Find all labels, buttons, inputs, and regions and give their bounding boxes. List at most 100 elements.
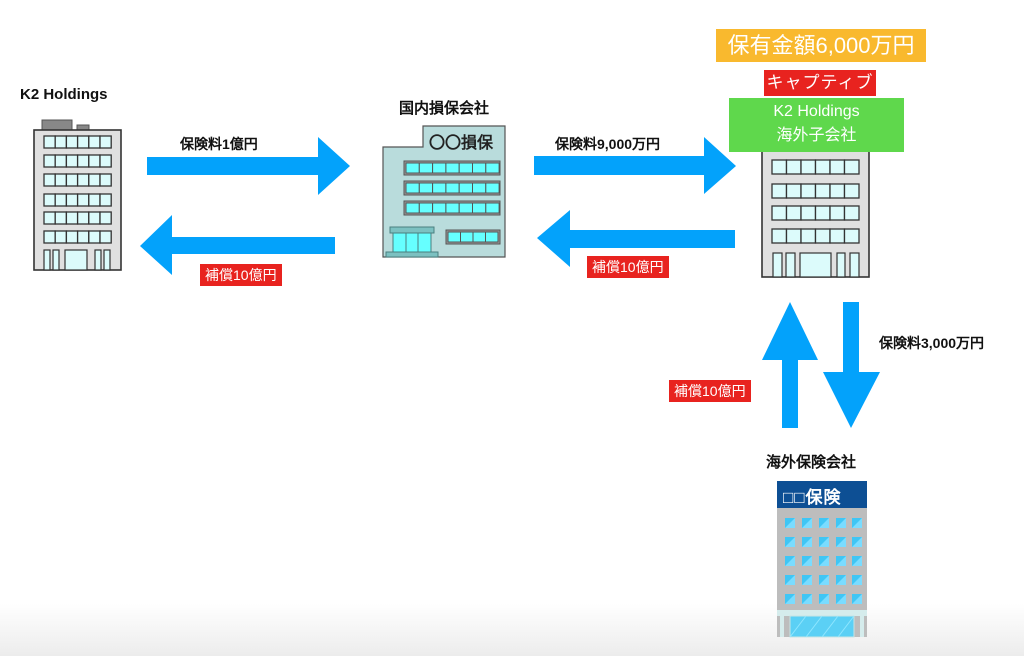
flow-label-k2-premium: 保険料1億円	[180, 136, 258, 152]
flow-label-captive-compensation: 補償10億円	[587, 256, 669, 278]
retention-amount-label: 保有金額6,000万円	[716, 29, 926, 62]
window	[76, 211, 90, 225]
window	[814, 183, 831, 199]
window	[800, 205, 817, 221]
overseas-insurer-title: 海外保険会社	[766, 454, 857, 471]
window	[447, 231, 461, 243]
window	[472, 202, 487, 214]
domestic-insurer-building-icon	[382, 125, 506, 258]
window	[458, 162, 474, 174]
window	[103, 249, 111, 271]
window	[64, 249, 88, 271]
window	[785, 205, 802, 221]
window	[76, 135, 90, 149]
window	[829, 183, 846, 199]
window	[785, 228, 802, 244]
window	[99, 211, 112, 225]
window	[88, 173, 101, 187]
window-reflection	[819, 556, 829, 566]
window	[76, 193, 90, 207]
window	[418, 162, 434, 174]
window-reflection	[852, 594, 862, 604]
window	[418, 182, 434, 194]
captive-name-box: K2 Holdings 海外子会社	[729, 98, 904, 152]
window-reflection	[836, 575, 846, 585]
window-reflection	[785, 556, 795, 566]
window-reflection	[802, 594, 812, 604]
window	[43, 211, 56, 225]
window-reflection	[852, 575, 862, 585]
window-reflection	[852, 537, 862, 547]
window-reflection	[802, 575, 812, 585]
window	[771, 159, 788, 175]
window	[829, 228, 846, 244]
window	[485, 231, 499, 243]
window-reflection	[819, 594, 829, 604]
arrow-captive-to-domestic	[537, 210, 735, 267]
window	[43, 154, 56, 168]
window	[54, 193, 68, 207]
arrow-k2-to-domestic	[147, 137, 350, 195]
window-reflection	[819, 518, 829, 528]
arrow-overseas-to-captive	[762, 302, 818, 428]
window	[458, 182, 474, 194]
window	[54, 173, 68, 187]
window-reflection	[785, 575, 795, 585]
window	[88, 211, 101, 225]
window	[88, 193, 101, 207]
window	[772, 252, 783, 278]
window	[785, 159, 802, 175]
window	[800, 159, 817, 175]
flow-label-domestic-premium: 保険料9,000万円	[555, 136, 661, 152]
window	[65, 211, 79, 225]
window	[432, 182, 447, 194]
window	[43, 135, 56, 149]
window	[65, 193, 79, 207]
window	[843, 228, 860, 244]
flow-label-domestic-compensation: 補償10億円	[200, 264, 282, 286]
window	[99, 135, 112, 149]
window	[849, 252, 860, 278]
window	[800, 228, 817, 244]
window	[418, 202, 434, 214]
window	[829, 205, 846, 221]
window	[54, 211, 68, 225]
window	[88, 135, 101, 149]
domestic-insurer-sign: 〇〇損保	[429, 135, 494, 152]
window	[445, 202, 460, 214]
window	[843, 183, 860, 199]
flow-label-overseas-premium: 保険料3,000万円	[879, 335, 985, 351]
window-reflection	[836, 518, 846, 528]
flow-label-overseas-compensation: 補償10億円	[669, 380, 751, 402]
window-reflection	[852, 556, 862, 566]
window	[52, 249, 60, 271]
arrow-domestic-to-captive	[534, 137, 736, 194]
window	[829, 159, 846, 175]
window	[76, 230, 90, 244]
window	[771, 183, 788, 199]
k2-building-icon	[33, 119, 122, 271]
window-reflection	[836, 556, 846, 566]
window	[43, 230, 56, 244]
window	[458, 202, 474, 214]
window	[76, 154, 90, 168]
window	[54, 230, 68, 244]
overseas-insurer-building-icon	[777, 481, 867, 638]
window	[814, 228, 831, 244]
window	[771, 228, 788, 244]
window	[99, 193, 112, 207]
window	[94, 249, 102, 271]
window	[843, 159, 860, 175]
window	[54, 154, 68, 168]
window-reflection	[802, 537, 812, 547]
window	[814, 159, 831, 175]
captive-name-line1: K2 Holdings	[773, 103, 860, 120]
arrow-domestic-to-k2	[140, 215, 335, 275]
window	[88, 154, 101, 168]
window	[405, 182, 420, 194]
window	[445, 182, 460, 194]
window-reflection	[836, 537, 846, 547]
window-reflection	[819, 537, 829, 547]
window	[54, 135, 68, 149]
window-reflection	[852, 518, 862, 528]
